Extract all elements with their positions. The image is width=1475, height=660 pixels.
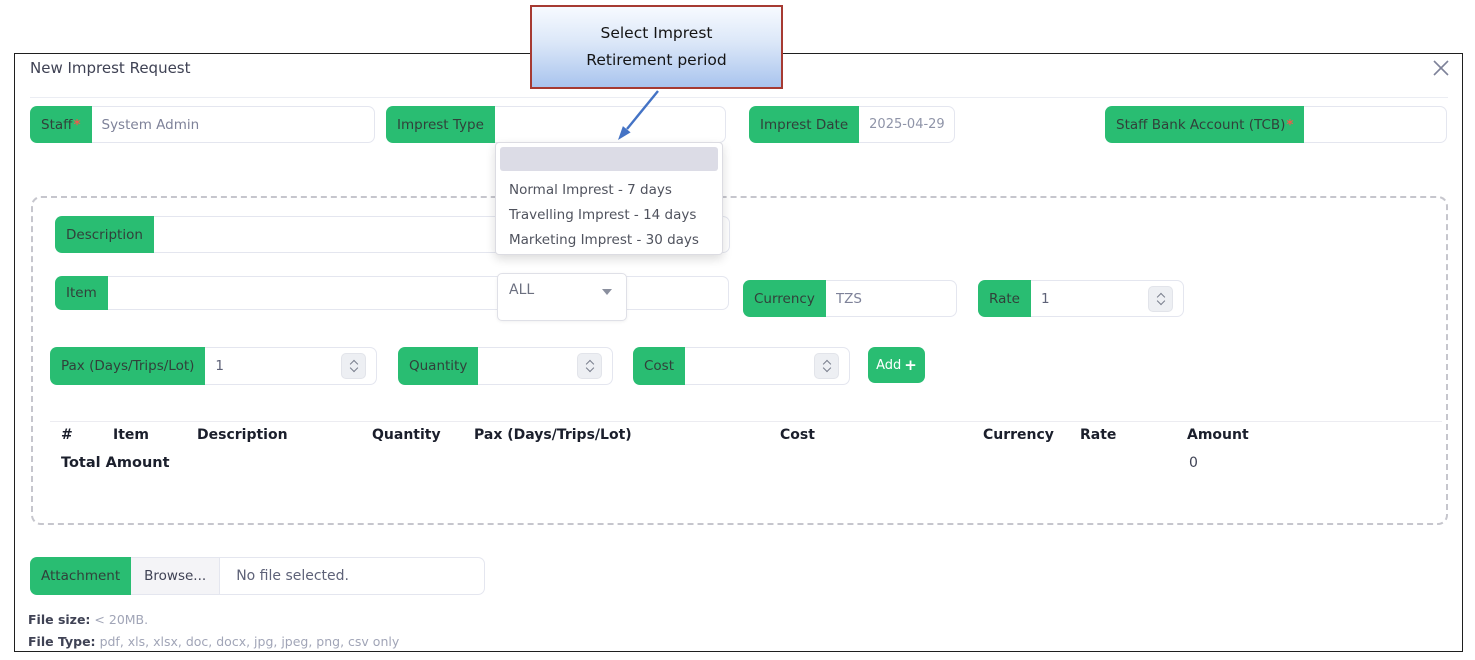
browse-button[interactable]: Browse...	[131, 557, 221, 595]
attachment-field-group: Attachment Browse... No file selected.	[30, 557, 485, 595]
currency-label: Currency	[743, 280, 826, 317]
bank-account-input[interactable]	[1314, 116, 1436, 133]
staff-input[interactable]	[101, 116, 364, 133]
plus-icon: +	[904, 355, 917, 374]
item-input[interactable]	[117, 285, 718, 301]
imprest-type-field-group: Imprest Type	[386, 106, 726, 143]
total-amount-value: 0	[1189, 455, 1198, 471]
close-icon[interactable]	[1431, 58, 1451, 78]
pax-field-group: Pax (Days/Trips/Lot)	[50, 347, 377, 385]
imprest-type-label: Imprest Type	[386, 106, 495, 143]
file-type-label: File Type:	[28, 634, 96, 649]
item-filter-select[interactable]: ALL	[497, 273, 627, 321]
dropdown-option-travelling[interactable]: Travelling Imprest - 14 days	[509, 206, 697, 223]
staff-field-group: Staff*	[30, 106, 375, 143]
file-type-value: pdf, xls, xlsx, doc, docx, jpg, jpeg, pn…	[99, 634, 400, 649]
staff-label: Staff*	[30, 106, 92, 143]
add-item-button[interactable]: Add +	[868, 347, 925, 383]
col-header-index: #	[61, 427, 73, 443]
quantity-field-group: Quantity	[398, 347, 613, 385]
quantity-label: Quantity	[398, 347, 479, 385]
col-header-quantity: Quantity	[372, 427, 441, 443]
imprest-date-input[interactable]	[869, 117, 944, 132]
cost-label: Cost	[633, 347, 686, 385]
total-amount-label: Total Amount	[61, 455, 170, 471]
rate-label: Rate	[978, 280, 1031, 317]
rate-spinner[interactable]	[1148, 285, 1173, 312]
col-header-currency: Currency	[983, 427, 1054, 443]
rate-input[interactable]	[1040, 290, 1148, 307]
file-size-note: File size:< 20MB.	[28, 612, 148, 627]
cost-input[interactable]	[695, 358, 814, 374]
col-header-rate: Rate	[1080, 427, 1117, 443]
quantity-spinner[interactable]	[577, 353, 602, 379]
callout-line1: Select Imprest	[600, 23, 713, 42]
cost-field-group: Cost	[633, 347, 850, 385]
dropdown-option-marketing[interactable]: Marketing Imprest - 30 days	[509, 231, 699, 248]
item-label: Item	[55, 276, 108, 310]
imprest-date-field-group: Imprest Date	[749, 106, 955, 143]
callout-arrow-icon	[618, 90, 659, 140]
dropdown-option-blank[interactable]	[500, 147, 718, 171]
col-header-item: Item	[113, 427, 149, 443]
file-type-note: File Type:pdf, xls, xlsx, doc, docx, jpg…	[28, 634, 399, 649]
col-header-amount: Amount	[1187, 427, 1249, 443]
bank-account-label: Staff Bank Account (TCB)*	[1105, 106, 1305, 143]
currency-input[interactable]	[835, 290, 946, 307]
imprest-type-input[interactable]	[504, 116, 715, 133]
add-label: Add	[876, 357, 902, 373]
col-header-description: Description	[197, 427, 288, 443]
header-divider	[30, 97, 1448, 98]
imprest-type-dropdown: Normal Imprest - 7 days Travelling Impre…	[495, 142, 723, 255]
chevron-down-icon	[602, 289, 612, 295]
required-asterisk: *	[73, 116, 81, 133]
line-items-section	[31, 196, 1448, 525]
imprest-date-label: Imprest Date	[749, 106, 860, 143]
col-header-pax: Pax (Days/Trips/Lot)	[474, 427, 632, 443]
quantity-input[interactable]	[488, 358, 577, 374]
item-field-group: Item	[55, 276, 729, 310]
file-size-value: < 20MB.	[94, 612, 149, 627]
file-size-label: File size:	[28, 612, 91, 627]
attachment-label: Attachment	[30, 557, 132, 595]
table-top-border	[50, 421, 1442, 422]
file-status-text: No file selected.	[220, 557, 485, 595]
rate-field-group: Rate	[978, 280, 1184, 317]
col-header-cost: Cost	[780, 427, 815, 443]
bank-account-field-group: Staff Bank Account (TCB)*	[1105, 106, 1447, 143]
required-asterisk: *	[1286, 116, 1294, 133]
description-label: Description	[55, 216, 154, 253]
modal-title: New Imprest Request	[30, 59, 191, 77]
pax-spinner[interactable]	[341, 353, 366, 379]
pax-label: Pax (Days/Trips/Lot)	[50, 347, 206, 385]
pax-input[interactable]	[215, 358, 341, 374]
currency-field-group: Currency	[743, 280, 957, 317]
cost-spinner[interactable]	[814, 353, 839, 379]
item-filter-value: ALL	[509, 282, 535, 298]
callout-line2: Retirement period	[586, 51, 727, 69]
dropdown-option-normal[interactable]: Normal Imprest - 7 days	[509, 181, 672, 198]
callout-select-imprest: Select Imprest Retirement period	[530, 5, 783, 89]
